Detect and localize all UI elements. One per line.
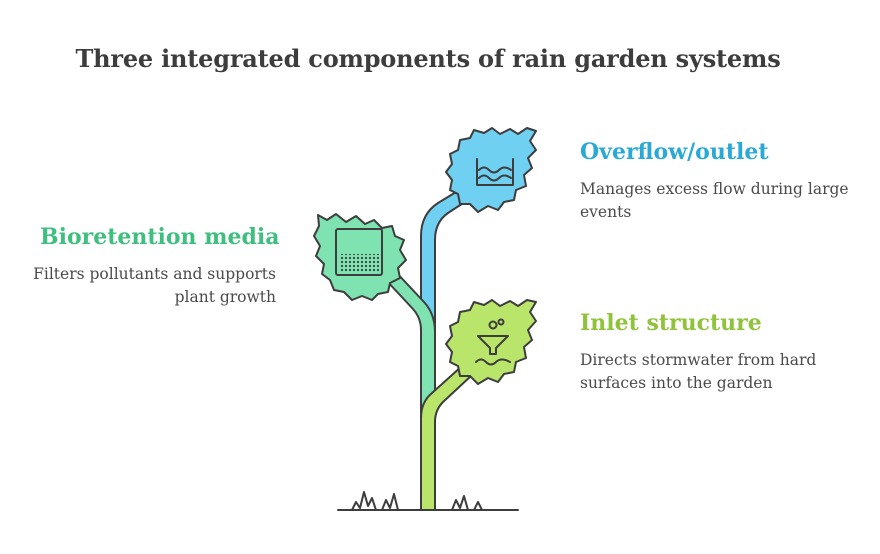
inlet-structure-heading: Inlet structure	[580, 310, 762, 336]
overflow-leaf	[445, 127, 537, 213]
soil-media-icon	[335, 228, 383, 276]
funnel-drops-icon	[475, 318, 511, 366]
ground-line	[337, 491, 519, 511]
inlet-structure-description: Directs stormwater from hard surfaces in…	[580, 351, 817, 392]
inlet-leaf	[445, 299, 537, 385]
overflow-outlet-heading: Overflow/outlet	[580, 139, 769, 165]
bioretention-media-heading: Bioretention media	[40, 224, 280, 250]
bioretention-media-description: Filters pollutants and supports plant gr…	[33, 265, 276, 306]
water-waves-icon	[476, 158, 514, 186]
diagram-title: Three integrated components of rain gard…	[75, 44, 781, 73]
overflow-outlet-description: Manages excess flow during large events	[580, 180, 849, 221]
